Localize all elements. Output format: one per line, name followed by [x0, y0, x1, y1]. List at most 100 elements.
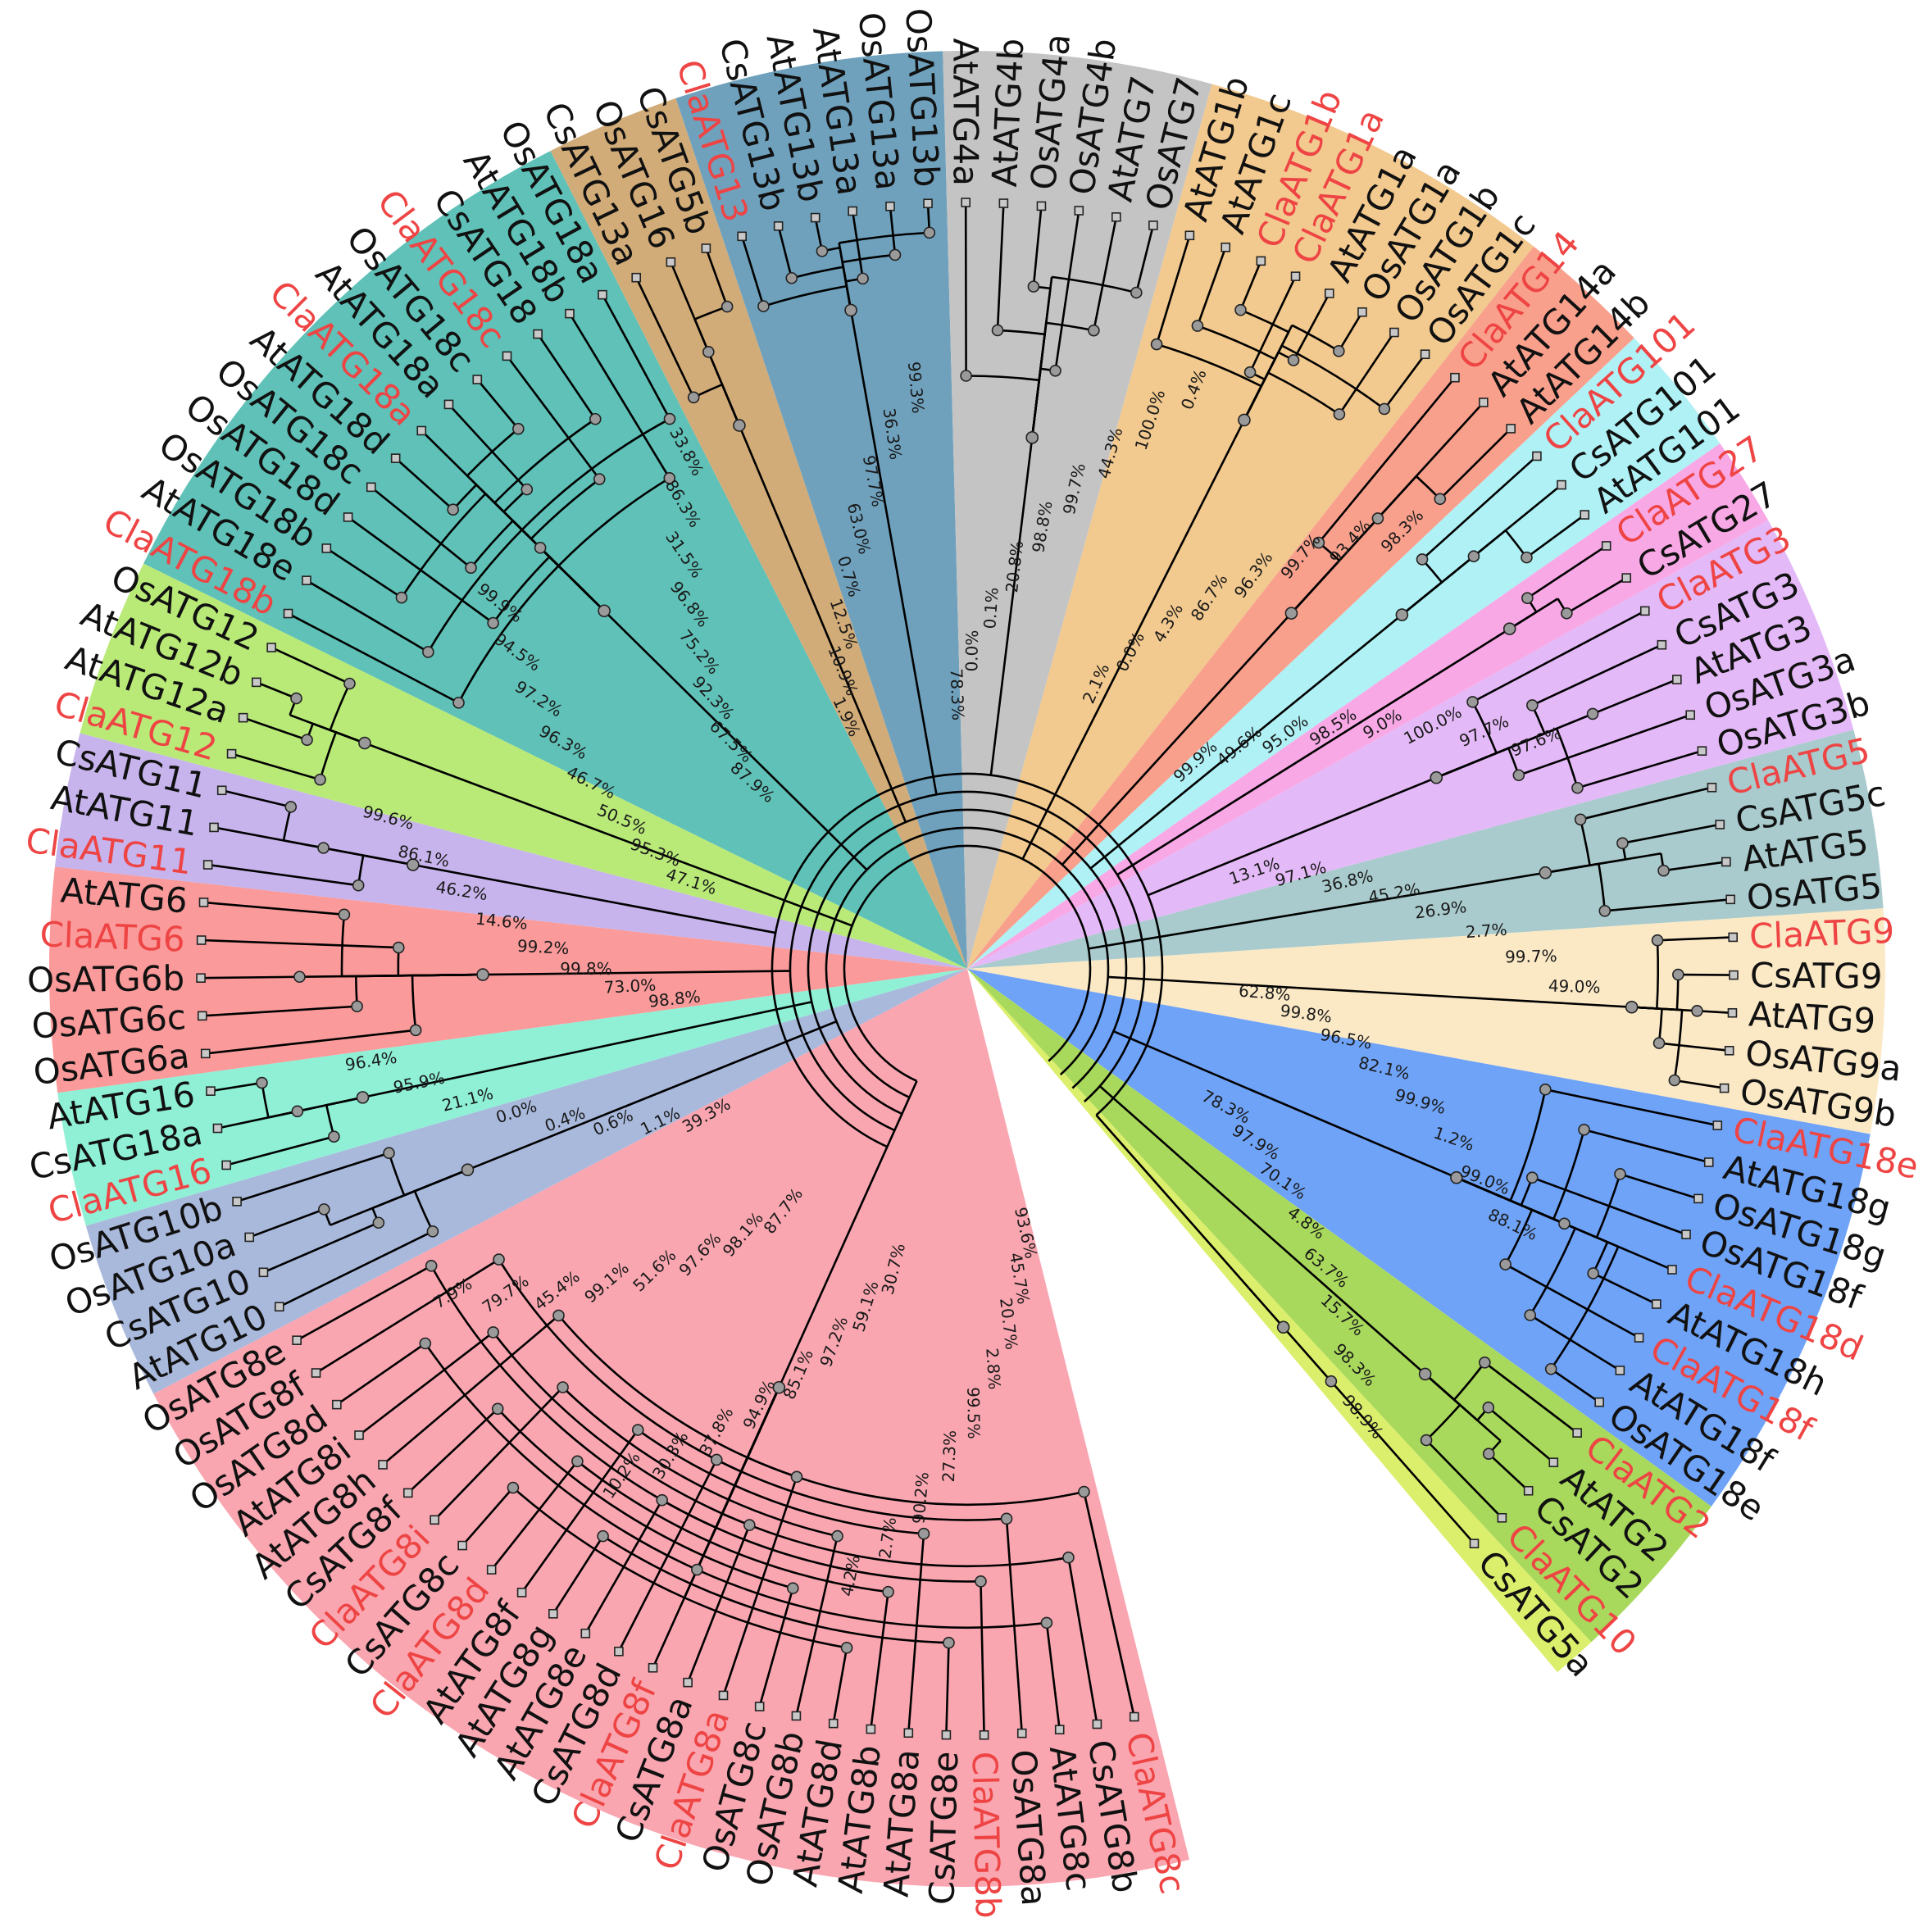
- clade-wedge-atg11: [54, 733, 968, 969]
- internal-node: [1434, 493, 1447, 506]
- internal-arc: [1156, 343, 1262, 388]
- leaf-branch: [1338, 331, 1395, 416]
- tip-marker: [885, 201, 895, 211]
- internal-node: [923, 226, 936, 239]
- internal-node: [422, 646, 434, 658]
- internal-node: [1616, 837, 1629, 849]
- tip-marker: [232, 1196, 242, 1207]
- leaf-branch: [568, 312, 671, 479]
- tip-marker: [791, 1711, 802, 1721]
- tip-marker: [252, 677, 261, 688]
- internal-node: [702, 346, 715, 358]
- internal-node: [593, 473, 606, 485]
- tip-marker: [631, 272, 642, 283]
- clade-node: [1430, 770, 1443, 784]
- leaf-label: CsATG8e: [921, 1751, 966, 1906]
- leaf-label: OsATG13b: [898, 7, 947, 189]
- internal-node: [571, 1455, 584, 1468]
- internal-arc: [1550, 1246, 1620, 1370]
- clade-node: [1238, 413, 1251, 427]
- internal-arc: [498, 1258, 742, 1473]
- internal-node: [493, 1253, 505, 1266]
- leaf-branch: [1292, 293, 1330, 361]
- support-value: 2.8%: [982, 1348, 1004, 1390]
- internal-node: [1130, 286, 1143, 299]
- internal-arc: [1281, 344, 1385, 411]
- internal-branch: [1401, 529, 1507, 616]
- clade-node: [476, 968, 489, 981]
- internal-node: [301, 734, 313, 746]
- tip-marker: [1290, 271, 1301, 281]
- internal-node: [317, 842, 330, 854]
- internal-branch: [521, 529, 606, 612]
- clade-node: [407, 858, 420, 871]
- leaf-branch: [225, 1135, 334, 1166]
- tip-marker: [1725, 894, 1735, 905]
- clade-wedge-atg3: [967, 520, 1854, 969]
- leaf-branch: [1484, 1361, 1578, 1434]
- internal-arc: [427, 529, 523, 653]
- leaf-label: ClaATG8b: [965, 1751, 1008, 1918]
- internal-node: [256, 1076, 268, 1089]
- internal-node: [691, 1563, 703, 1576]
- internal-branch: [1282, 1326, 1332, 1383]
- internal-node: [1574, 813, 1587, 826]
- tip-marker: [1657, 639, 1667, 650]
- leaf-branch: [1622, 823, 1721, 844]
- tip-marker: [1389, 327, 1399, 338]
- support-value: 99.8%: [560, 959, 612, 979]
- leaf-branch: [1155, 234, 1191, 345]
- backbone-branch: [1147, 776, 1437, 897]
- tip-marker: [773, 221, 784, 231]
- internal-arc: [740, 1470, 1007, 1521]
- tip-marker: [614, 1646, 624, 1657]
- internal-node: [882, 1585, 894, 1598]
- internal-node: [1312, 536, 1325, 549]
- leaf-branch: [1525, 514, 1586, 559]
- internal-node: [1539, 1083, 1552, 1096]
- backbone-branch: [1089, 614, 1403, 870]
- internal-node: [1049, 364, 1061, 377]
- tip-marker: [1523, 1485, 1534, 1496]
- tip-marker: [1721, 857, 1731, 867]
- leaf-branch: [1577, 749, 1702, 789]
- tip-marker: [200, 1048, 211, 1059]
- internal-arc: [400, 493, 487, 598]
- leaf-branch: [1620, 1173, 1699, 1200]
- leaf-branch: [1093, 216, 1118, 331]
- leaf-label: CsATG9: [1750, 955, 1883, 996]
- internal-node: [1088, 324, 1100, 337]
- leaf-branch: [1526, 544, 1607, 599]
- clade-wedge-atg8: [153, 969, 1189, 1887]
- tip-marker: [486, 1565, 497, 1575]
- internal-arc: [715, 1526, 981, 1583]
- tip-marker: [998, 198, 1009, 208]
- tip-marker: [266, 643, 276, 652]
- leaf-label: OsATG6b: [27, 958, 185, 1000]
- tip-marker: [1724, 1045, 1734, 1056]
- leaf-branch: [1196, 247, 1227, 326]
- leaf-branch: [1439, 427, 1512, 500]
- leaf-branch: [1487, 1407, 1555, 1464]
- clade-node: [772, 1380, 786, 1394]
- tip-marker: [1221, 242, 1231, 252]
- backbone-branch: [1095, 1114, 1284, 1329]
- tip-marker: [1036, 201, 1047, 211]
- tip-marker: [343, 512, 353, 522]
- leaf-branch: [832, 1648, 848, 1724]
- leaf-branch: [907, 1534, 925, 1734]
- internal-node: [491, 1402, 504, 1416]
- internal-node: [1499, 1258, 1512, 1270]
- support-value: 62.8%: [1238, 981, 1291, 1005]
- backbone-branch: [849, 310, 938, 795]
- tip-marker: [1184, 230, 1195, 241]
- clade-node: [1284, 607, 1298, 620]
- internal-node: [351, 1000, 363, 1013]
- internal-branch: [403, 1169, 468, 1197]
- leaf-branch: [1550, 1368, 1600, 1403]
- internal-node: [426, 1225, 439, 1238]
- tip-marker: [1719, 1083, 1730, 1093]
- internal-branch: [1435, 727, 1557, 779]
- leaf-branch: [889, 206, 897, 256]
- tip-marker: [533, 329, 543, 339]
